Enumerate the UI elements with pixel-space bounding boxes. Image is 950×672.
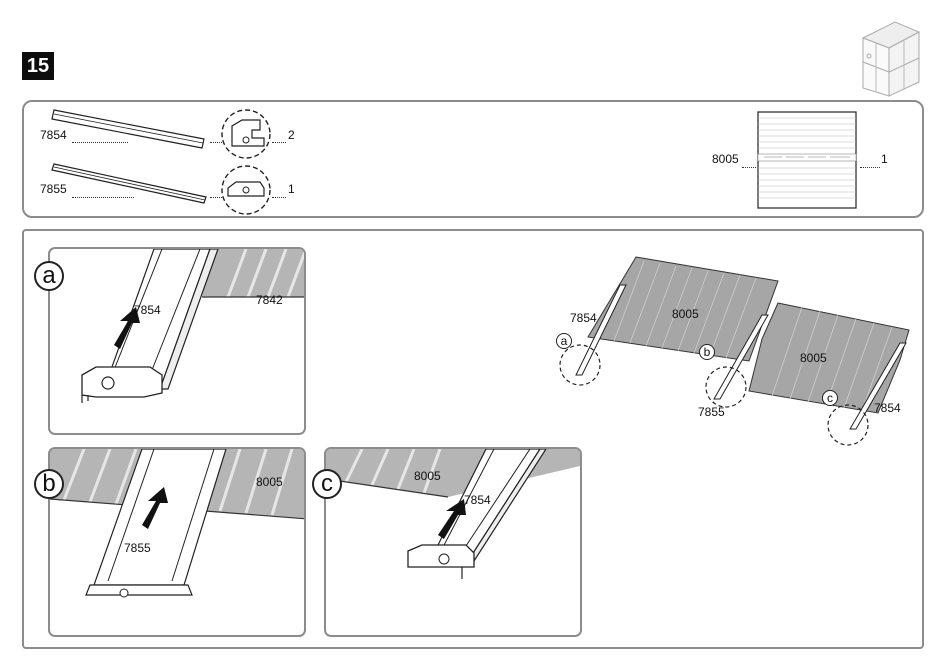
leader-dots <box>742 167 756 168</box>
shed-thumbnail-icon <box>855 16 925 100</box>
part-7855-qty: 1 <box>288 182 295 196</box>
part-7854-code: 7854 <box>40 128 67 142</box>
overview-sheet-right-label: 8005 <box>800 351 827 365</box>
overview-callout-b: b <box>699 344 715 360</box>
leader-dots <box>272 142 286 143</box>
leader-dots <box>72 142 128 143</box>
leader-dots <box>860 167 880 168</box>
leader-dots <box>210 197 222 198</box>
overview-drawing <box>24 231 926 651</box>
leader-dots <box>210 142 222 143</box>
part-8005-code: 8005 <box>712 152 739 166</box>
overview-profile-mid-label: 7855 <box>698 405 725 419</box>
parts-drawing <box>24 102 926 220</box>
leader-dots <box>72 197 134 198</box>
part-7855-code: 7855 <box>40 182 67 196</box>
part-8005-qty: 1 <box>881 152 888 166</box>
assembly-panel: 7854 7842 a 7855 8005 b <box>22 229 924 649</box>
overview-callout-c: c <box>822 390 838 406</box>
overview-profile-right-label: 7854 <box>874 401 901 415</box>
leader-dots <box>272 197 286 198</box>
step-number: 15 <box>22 52 54 80</box>
parts-list-panel: 7854 2 7855 1 8005 1 <box>22 100 924 218</box>
overview-callout-a: a <box>556 333 572 349</box>
overview-sheet-left-label: 8005 <box>672 307 699 321</box>
part-7854-qty: 2 <box>288 128 295 142</box>
overview-profile-left-label: 7854 <box>570 311 597 325</box>
